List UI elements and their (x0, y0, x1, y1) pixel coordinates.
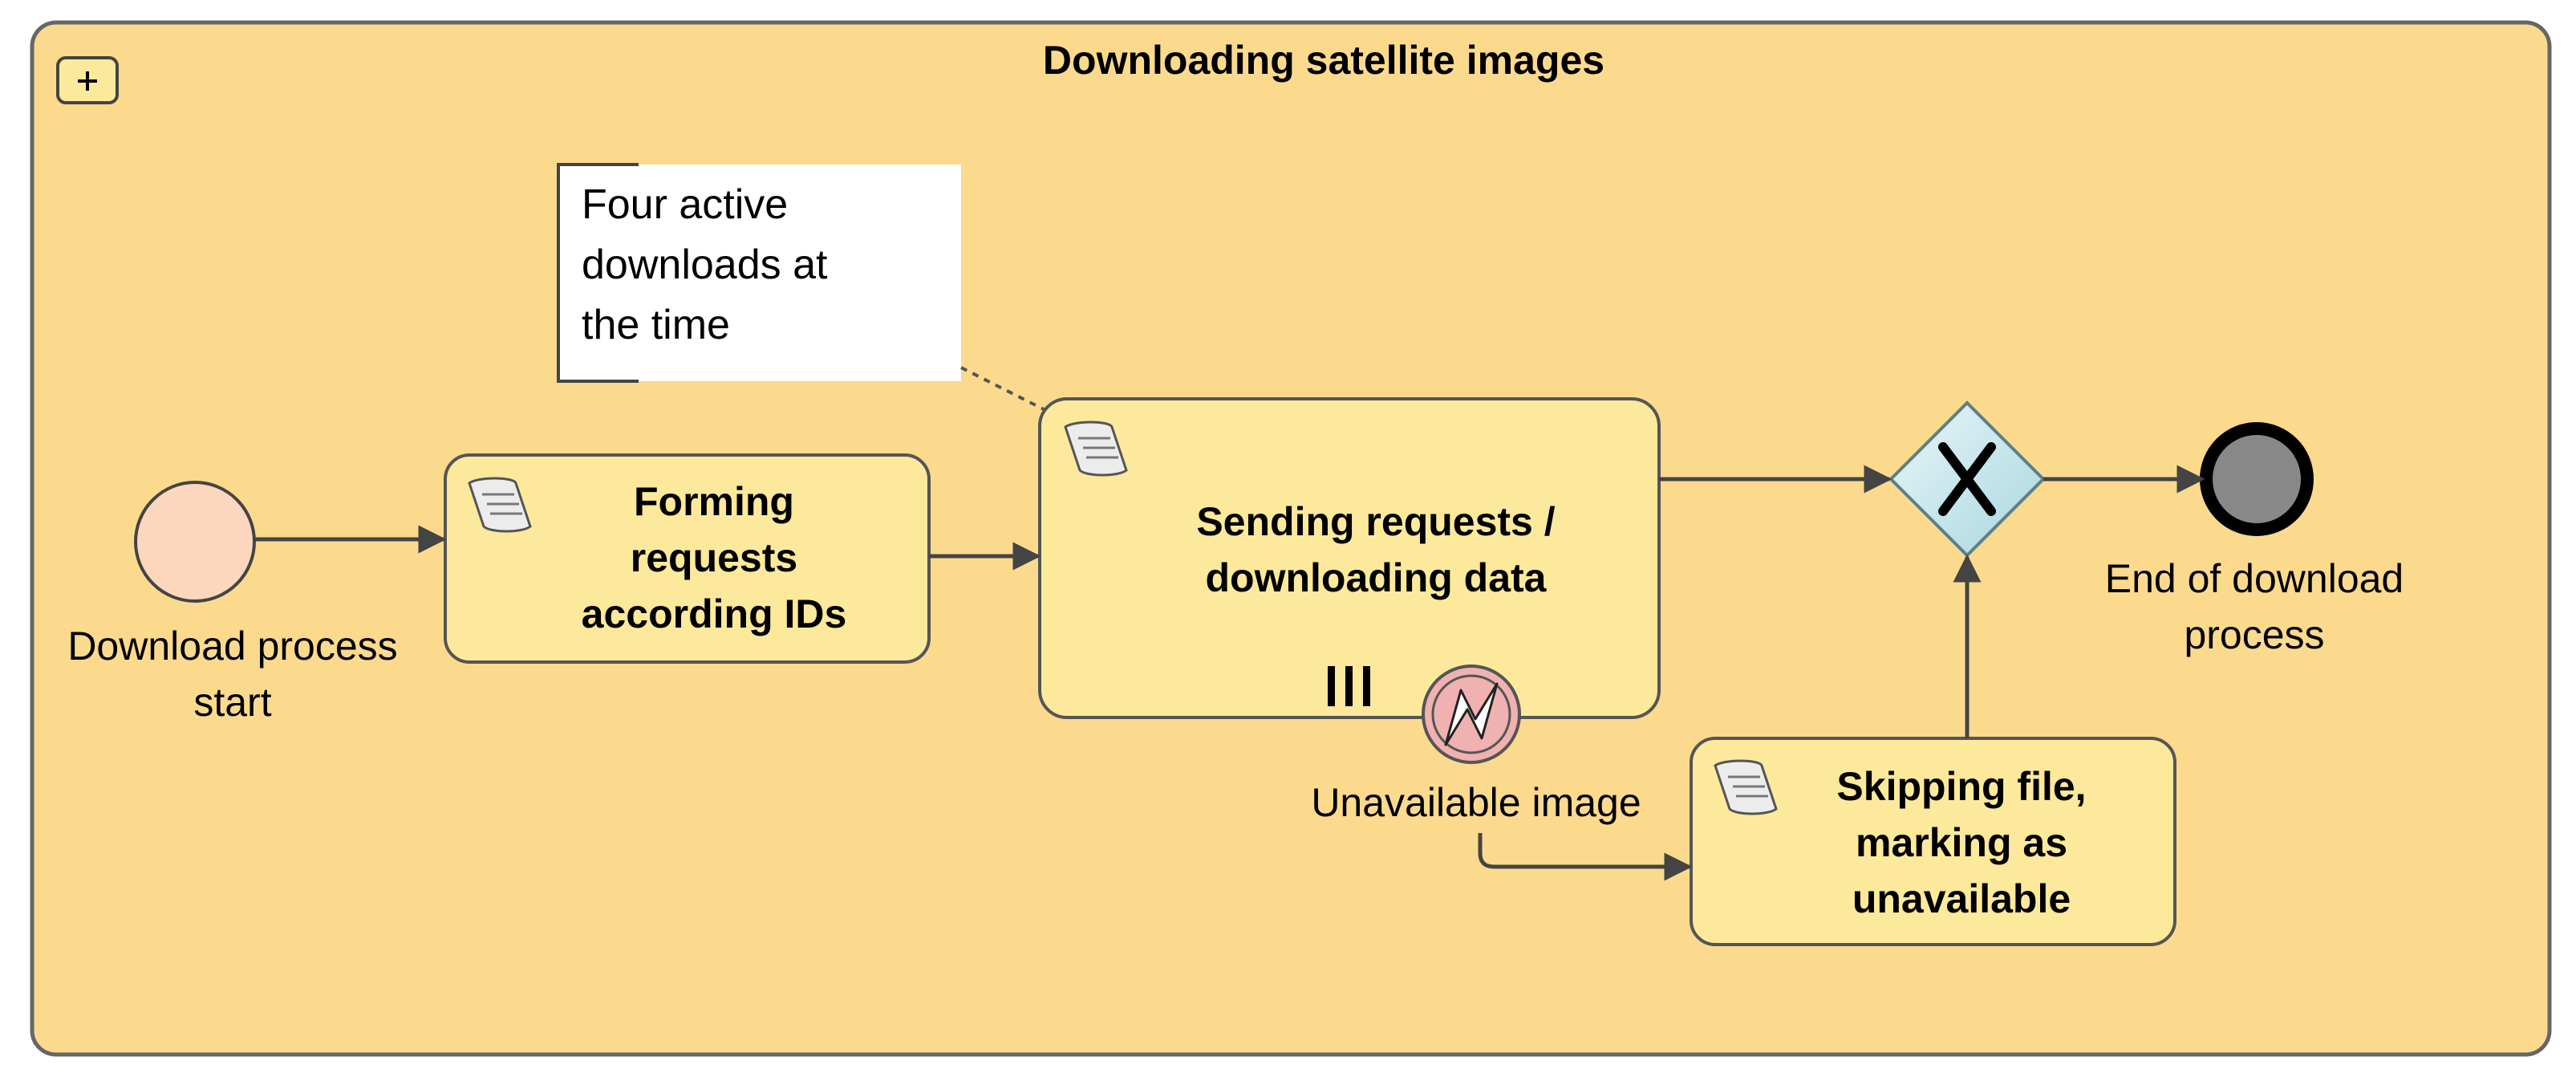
start-event-label: Download process start (67, 624, 398, 725)
task-forming-requests[interactable] (444, 453, 931, 664)
end-event[interactable] (2200, 422, 2314, 536)
subprocess-title: Downloading satellite images (1042, 38, 1605, 83)
lightning-icon (1444, 682, 1499, 746)
script-icon (468, 477, 532, 533)
script-icon (1064, 421, 1128, 477)
annotation-association (960, 366, 1048, 413)
text-annotation (557, 163, 961, 383)
task-sending-label: Sending requests / downloading data (1196, 499, 1556, 600)
flow-error-to-skipping (1478, 833, 1693, 881)
task-forming-label: Forming requests according IDs (581, 479, 847, 636)
boundary-event-label: Unavailable image (1311, 780, 1641, 825)
x-icon (1938, 442, 1996, 516)
parallel-multi-instance-marker (1328, 666, 1370, 706)
annotation-text: Four active downloads at the time (582, 181, 828, 348)
script-icon (1714, 759, 1778, 815)
end-event-label: End of download process (2104, 556, 2404, 657)
expand-marker-icon[interactable] (56, 56, 119, 104)
task-skipping-label: Skipping file, marking as unavailable (1836, 764, 2087, 921)
start-event[interactable] (134, 481, 256, 603)
task-skipping-file[interactable] (1690, 737, 2176, 946)
